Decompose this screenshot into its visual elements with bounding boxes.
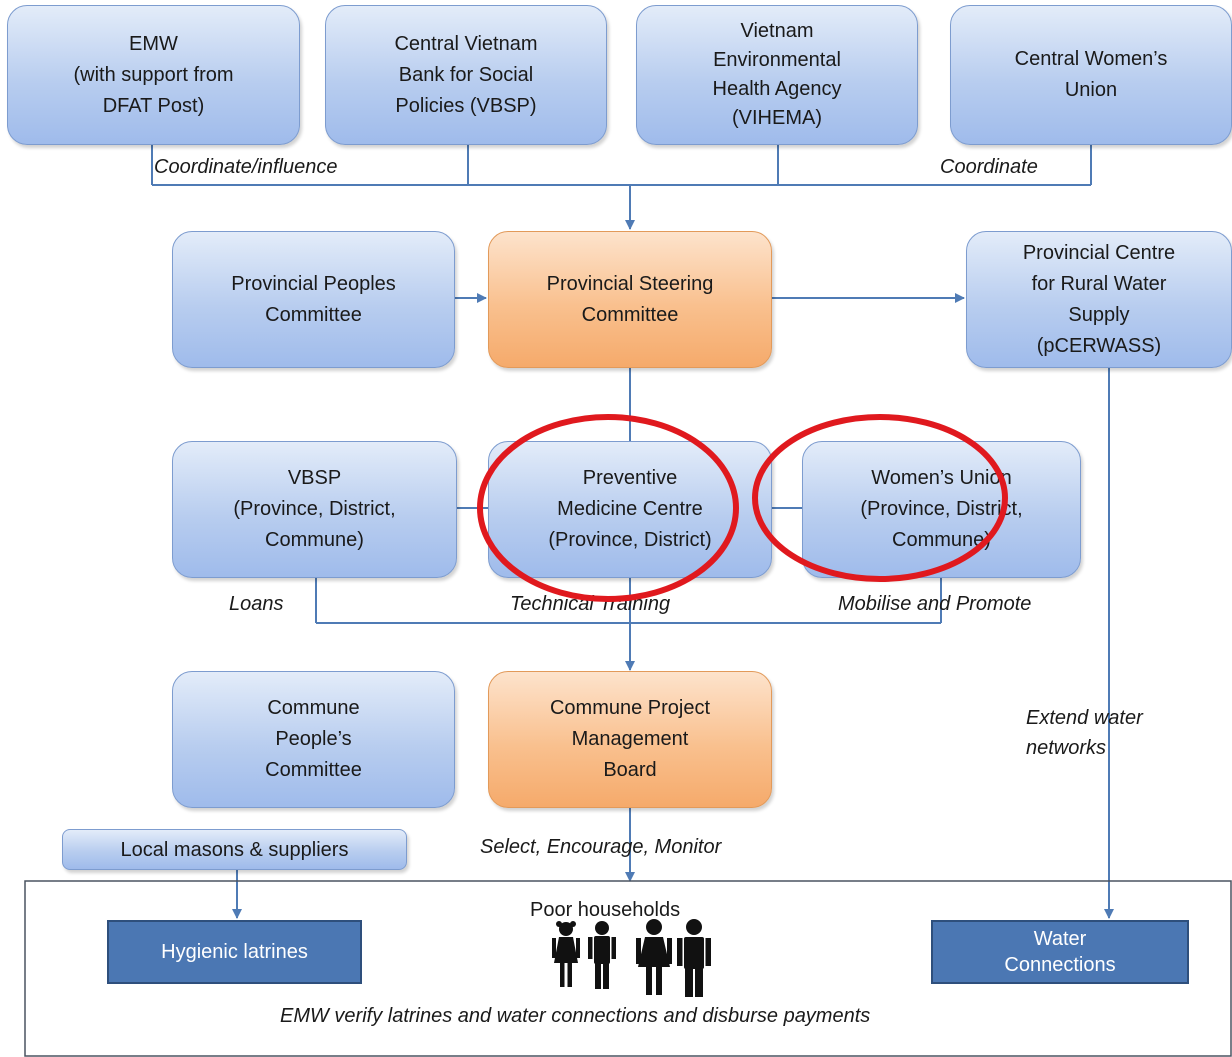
emw-box: EMW (with support from DFAT Post) xyxy=(7,5,300,145)
commune-pmb-box: Commune Project Management Board xyxy=(488,671,772,808)
local-masons-box: Local masons & suppliers xyxy=(62,829,407,870)
technical-training-label: Technical Training xyxy=(510,593,671,615)
vihema-box: Vietnam Environmental Health Agency (VIH… xyxy=(636,5,918,145)
household-icons xyxy=(552,919,711,997)
loans-label: Loans xyxy=(229,593,284,615)
girl-icon xyxy=(552,921,580,987)
central-womens-union-box: Central Women’s Union xyxy=(950,5,1232,145)
select-encourage-monitor-label: Select, Encourage, Monitor xyxy=(480,836,722,858)
womens-union-local-box: Women’s Union (Province, District, Commu… xyxy=(802,441,1081,578)
man-icon xyxy=(677,919,711,997)
woman-icon xyxy=(636,919,672,995)
commune-peoples-committee-box: Commune People’s Committee xyxy=(172,671,455,808)
preventive-medicine-box: Preventive Medicine Centre (Province, Di… xyxy=(488,441,772,578)
poor-households-label: Poor households xyxy=(530,899,681,921)
water-connections-box: Water Connections xyxy=(931,920,1189,984)
verify-payments-label: EMW verify latrines and water connection… xyxy=(280,1005,871,1027)
households-frame xyxy=(24,880,1232,1057)
extend-water-label-2: networks xyxy=(1026,737,1107,759)
vbsp-local-box: VBSP (Province, District, Commune) xyxy=(172,441,457,578)
mobilise-promote-label: Mobilise and Promote xyxy=(838,593,1032,615)
pcerwass-box: Provincial Centre for Rural Water Supply… xyxy=(966,231,1232,368)
coordinate-influence-label: Coordinate/influence xyxy=(154,156,338,178)
hygienic-latrines-box: Hygienic latrines xyxy=(107,920,362,984)
central-vbsp-box: Central Vietnam Bank for Social Policies… xyxy=(325,5,607,145)
coordinate-label: Coordinate xyxy=(940,156,1038,178)
extend-water-label-1: Extend water xyxy=(1026,707,1143,729)
boy-icon xyxy=(588,921,616,989)
provincial-steering-committee-box: Provincial Steering Committee xyxy=(488,231,772,368)
provincial-peoples-committee-box: Provincial Peoples Committee xyxy=(172,231,455,368)
